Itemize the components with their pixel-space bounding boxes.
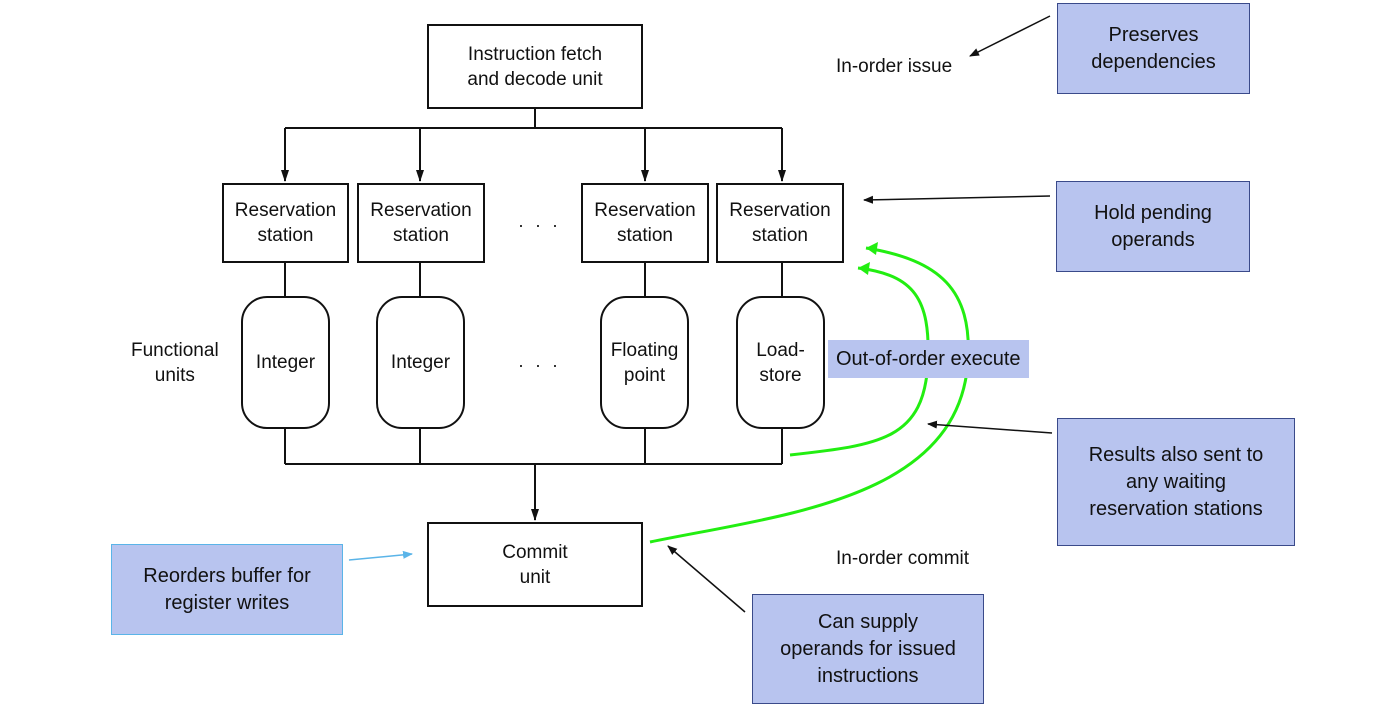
functional-unit-floating-point: Floating point (600, 296, 689, 429)
note-text: Hold pending operands (1094, 201, 1212, 251)
supply-arrow (667, 545, 746, 613)
unit-label: Integer (255, 352, 316, 373)
functional-units-label: Functional units (131, 340, 219, 386)
note-results-also-sent: Results also sent to any waiting reserva… (1057, 418, 1295, 546)
hold-arrow (863, 195, 1051, 204)
reservation-station-label: Reservation station (729, 200, 831, 246)
reservation-station-3: Reservation station (581, 183, 709, 263)
note-reorders-buffer: Reorders buffer for register writes (111, 544, 343, 635)
functional-unit-ellipsis: · · · (518, 355, 561, 375)
unit-label: Integer (390, 352, 451, 373)
functional-unit-integer-2: Integer (376, 296, 465, 429)
reservation-ellipsis: · · · (518, 215, 561, 235)
reservation-station-1: Reservation station (222, 183, 349, 263)
in-order-commit-label: In-order commit (836, 548, 970, 569)
out-of-order-execute-label: Out-of-order execute (828, 340, 1029, 378)
note-text: Reorders buffer for register writes (143, 564, 311, 614)
reservation-station-label: Reservation station (370, 200, 472, 246)
results-arrow (927, 420, 1053, 434)
unit-label: Floating point (610, 339, 679, 386)
reorders-arrow (348, 550, 413, 561)
green-forward-path-outer (649, 246, 970, 544)
note-hold-pending-operands: Hold pending operands (1056, 181, 1250, 272)
preserves-arrow (969, 15, 1051, 57)
reservation-station-label: Reservation station (234, 200, 337, 246)
reservation-station-4: Reservation station (716, 183, 844, 263)
note-text: Results also sent to any waiting reserva… (1088, 443, 1264, 520)
unit-label: Load- store (756, 339, 805, 386)
note-can-supply-operands: Can supply operands for issued instructi… (752, 594, 984, 704)
note-text: Can supply operands for issued instructi… (780, 610, 956, 687)
instruction-fetch-decode-unit: Instruction fetch and decode unit (427, 24, 643, 109)
commit-unit: Commit unit (427, 522, 643, 607)
note-text: Preserves dependencies (1091, 23, 1216, 73)
note-preserves-dependencies: Preserves dependencies (1057, 3, 1250, 94)
in-order-issue-label: In-order issue (836, 56, 953, 77)
commit-unit-label: Commit unit (502, 541, 568, 588)
reservation-station-2: Reservation station (357, 183, 485, 263)
functional-unit-integer-1: Integer (241, 296, 330, 429)
fetch-unit-label: Instruction fetch and decode unit (467, 43, 603, 90)
reservation-station-label: Reservation station (594, 200, 696, 246)
green-forward-arrowhead-outer (866, 242, 878, 255)
functional-unit-load-store: Load- store (736, 296, 825, 429)
green-forward-arrowhead-inner (858, 262, 870, 275)
